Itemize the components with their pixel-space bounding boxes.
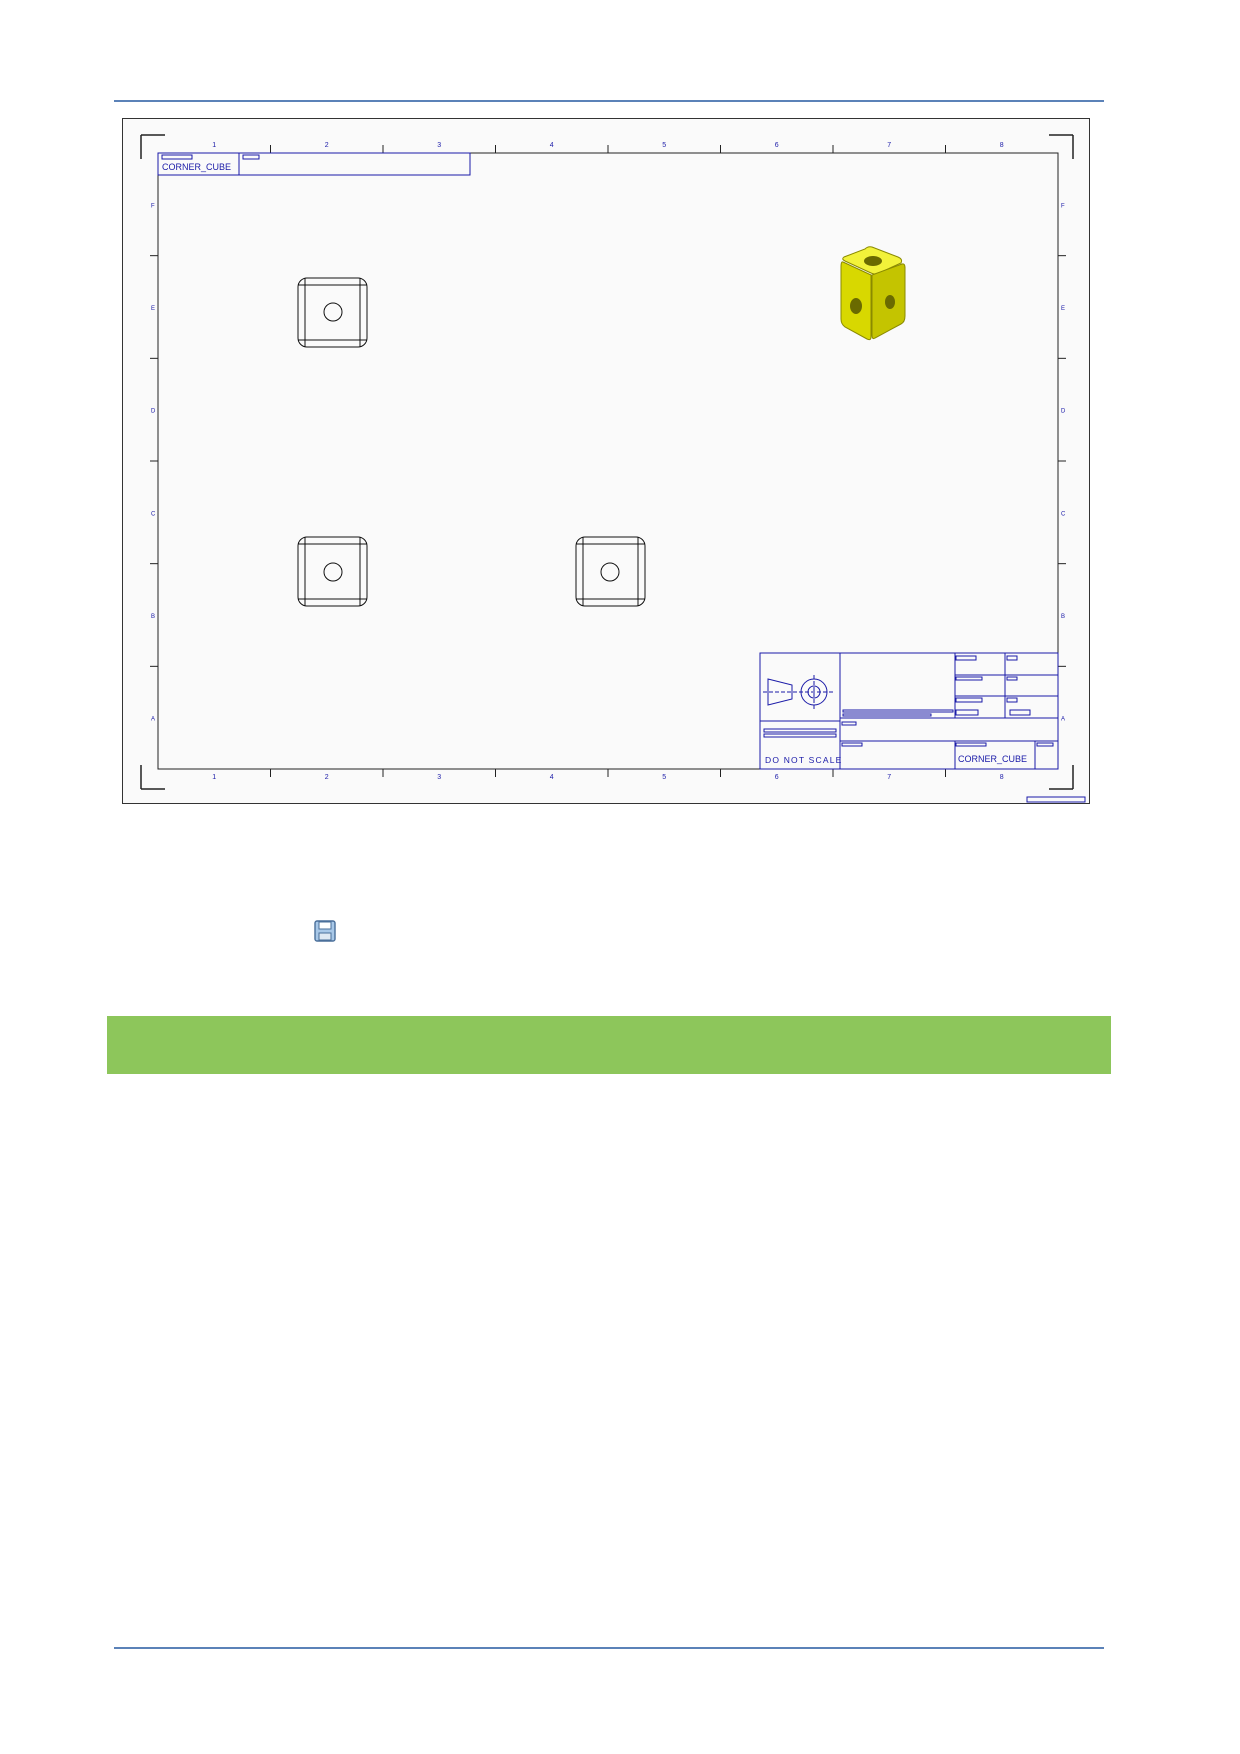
zone-column-label: 2	[325, 142, 329, 149]
top-view[interactable]	[297, 277, 368, 348]
isometric-view[interactable]	[840, 246, 906, 341]
zone-column-label: 3	[437, 774, 441, 781]
header-rule	[114, 100, 1104, 102]
zone-column-label: 5	[662, 142, 666, 149]
zone-column-label: 2	[325, 774, 329, 781]
zone-row-label: C	[151, 511, 156, 517]
zone-row-label: F	[1061, 203, 1065, 209]
zone-row-label: E	[1061, 306, 1065, 312]
sheet-tab[interactable]	[1026, 796, 1086, 803]
zone-row-label: C	[1061, 511, 1066, 517]
save-icon[interactable]	[313, 919, 337, 943]
zone-column-label: 6	[775, 774, 779, 781]
section-banner	[107, 1016, 1111, 1074]
zone-row-label: A	[1061, 717, 1065, 723]
do-not-scale-text: DO NOT SCALE	[765, 755, 843, 765]
zone-column-label: 1	[212, 142, 216, 149]
zone-column-label: 6	[775, 142, 779, 149]
zone-column-label: 4	[550, 142, 554, 149]
drawing-sheet[interactable]: 1 2 3 4 5 6 7 8 1 2 3 4 5 6 7 8 F E D C B A F E D C B A CORNER_C…	[122, 118, 1090, 804]
footer-rule	[114, 1647, 1104, 1649]
zone-row-label: E	[151, 306, 155, 312]
zone-column-label: 7	[887, 774, 891, 781]
title-block	[759, 652, 1059, 770]
zone-row-label: A	[151, 717, 155, 723]
zone-row-label: B	[1061, 614, 1065, 620]
zone-row-label: F	[151, 203, 155, 209]
top-left-title-box: CORNER_CUBE	[157, 152, 471, 176]
zone-column-label: 4	[550, 774, 554, 781]
zone-row-label: D	[151, 409, 156, 415]
part-name-text: CORNER_CUBE	[958, 754, 1027, 764]
top-left-title: CORNER_CUBE	[162, 162, 231, 172]
zone-column-label: 7	[887, 142, 891, 149]
zone-column-label: 8	[1000, 774, 1004, 781]
zone-column-label: 5	[662, 774, 666, 781]
zone-row-label: D	[1061, 409, 1066, 415]
zone-column-label: 8	[1000, 142, 1004, 149]
zone-column-label: 3	[437, 142, 441, 149]
zone-column-label: 1	[212, 774, 216, 781]
inner-border	[157, 152, 1059, 770]
front-view[interactable]	[297, 536, 368, 607]
frame-corners	[140, 134, 1074, 790]
zone-row-label: B	[151, 614, 155, 620]
side-view[interactable]	[575, 536, 646, 607]
